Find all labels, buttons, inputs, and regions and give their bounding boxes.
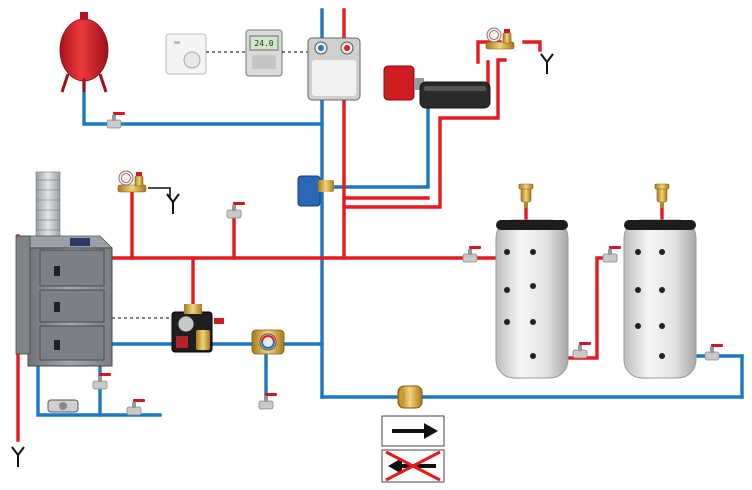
zone-valve[interactable] <box>297 175 334 207</box>
valve-icon[interactable] <box>126 398 146 416</box>
air-vent-icon <box>518 183 534 209</box>
heater-return-line <box>320 100 430 189</box>
arrow-right-icon <box>424 423 438 439</box>
drain-y-icon <box>540 53 554 75</box>
boiler-fill-valve[interactable] <box>47 399 79 413</box>
valve-icon[interactable] <box>226 201 246 219</box>
valve-icon[interactable] <box>602 245 622 263</box>
valve-icon[interactable] <box>258 392 278 410</box>
expansion-vessel <box>59 12 109 93</box>
heater-safety-group[interactable] <box>485 27 515 50</box>
arrow-left-icon <box>388 458 402 474</box>
solid-fuel-boiler <box>15 171 113 367</box>
electric-heater <box>383 65 491 109</box>
valve-icon[interactable] <box>572 341 592 359</box>
drain-y-icon <box>11 446 25 468</box>
mixing-valve[interactable] <box>251 329 285 355</box>
buffer-tank-2 <box>623 219 697 379</box>
room-thermostat[interactable] <box>165 33 207 75</box>
heating-station <box>307 37 361 101</box>
drain-y-icon <box>166 193 180 215</box>
heating-controller[interactable]: 24.0 <box>245 29 283 77</box>
expansion-vessel-line <box>82 74 324 126</box>
valve-icon[interactable] <box>92 372 112 390</box>
heater-supply-line <box>342 58 507 209</box>
buffer-tank-1 <box>495 219 569 379</box>
controller-display: 24.0 <box>254 39 273 48</box>
legend-allowed-flow <box>381 415 445 447</box>
check-valve[interactable] <box>397 385 423 409</box>
legend-forbidden-flow <box>381 449 445 483</box>
boiler-safety-group[interactable] <box>117 170 147 193</box>
air-vent-icon <box>654 183 670 209</box>
anti-condensation-pump-group <box>171 304 224 353</box>
